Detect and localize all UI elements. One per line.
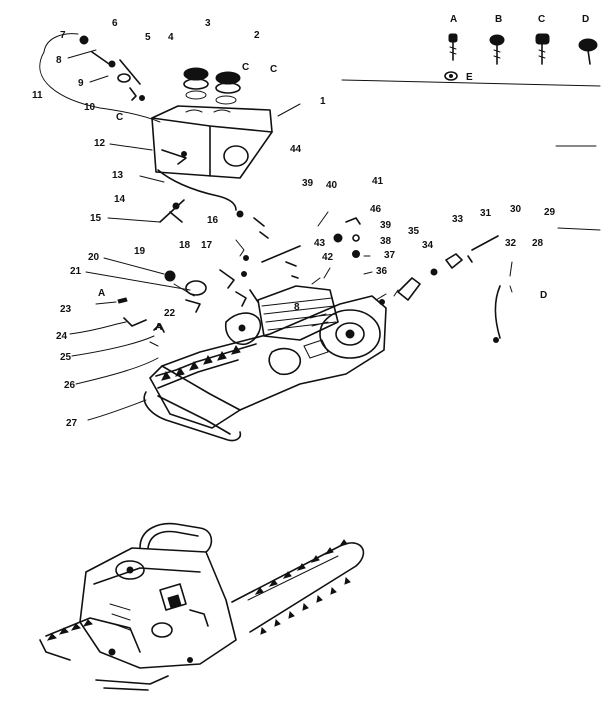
hardware-legend: A B C D [444, 14, 598, 83]
label-22: 22 [164, 308, 176, 319]
saw-chain-upper [155, 343, 257, 389]
label-41: 41 [372, 176, 384, 187]
label-4: 4 [168, 32, 174, 43]
ignition-parts [236, 210, 361, 285]
label-5: 5 [145, 32, 151, 43]
label-35: 35 [408, 226, 420, 237]
throttle-wire [157, 169, 237, 211]
letter-a-1: A [98, 288, 105, 299]
legend-key-b: B [495, 14, 502, 25]
label-32: 32 [505, 238, 517, 249]
starter-parts [375, 235, 513, 343]
small-parts-cluster-top [39, 33, 161, 123]
screw-c-icon [535, 33, 550, 65]
label-37: 37 [384, 250, 396, 261]
dash-mark-2 [557, 227, 601, 231]
label-10: 10 [84, 102, 96, 113]
label-26: 26 [64, 380, 76, 391]
label-23: 23 [60, 304, 72, 315]
label-28: 28 [532, 238, 544, 249]
label-31: 31 [480, 208, 492, 219]
legend-key-a: A [450, 14, 457, 25]
part-labels: 1 2 3 4 5 6 7 8 9 10 11 12 13 14 15 16 1… [32, 18, 556, 429]
label-12: 12 [94, 138, 106, 149]
label-24: 24 [56, 331, 68, 342]
letter-a-2: A [155, 322, 162, 333]
label-42: 42 [322, 252, 334, 263]
knob-2 [215, 71, 241, 105]
guide-plate [143, 391, 242, 442]
label-43: 43 [314, 238, 326, 249]
separator-line [341, 79, 601, 87]
label-19: 19 [134, 246, 146, 257]
label-18: 18 [179, 240, 191, 251]
label-20: 20 [88, 252, 100, 263]
label-39: 39 [302, 178, 314, 189]
letter-c-1: C [242, 62, 249, 73]
label-27: 27 [66, 418, 78, 429]
label-33: 33 [452, 214, 464, 225]
label-14: 14 [114, 194, 126, 205]
label-29: 29 [544, 207, 556, 218]
leader-lines [67, 39, 373, 421]
washer-label: E [466, 72, 473, 83]
label-15: 15 [90, 213, 102, 224]
label-44: 44 [290, 144, 302, 155]
engine-body [149, 285, 387, 435]
screw-a-icon [448, 33, 458, 61]
label-25: 25 [60, 352, 72, 363]
label-30: 30 [510, 204, 522, 215]
letter-d: D [540, 290, 547, 301]
label-46: 46 [370, 204, 382, 215]
label-3: 3 [205, 18, 211, 29]
oil-cap-parts [164, 270, 207, 313]
label-40: 40 [326, 180, 338, 191]
label-21: 21 [70, 266, 82, 277]
washer-e-icon [444, 71, 458, 81]
chain-adjust-parts [117, 297, 165, 347]
label-17: 17 [201, 240, 213, 251]
label-8: 8 [56, 55, 62, 66]
carburetor-parts [219, 239, 259, 307]
legend-key-c: C [538, 14, 545, 25]
label-1: 1 [320, 96, 326, 107]
label-34: 34 [422, 240, 434, 251]
letter-c-2: C [270, 64, 277, 75]
label-7: 7 [60, 30, 66, 41]
screw-d-icon [578, 38, 598, 65]
label-36: 36 [376, 266, 388, 277]
label-16: 16 [207, 215, 219, 226]
label-6: 6 [112, 18, 118, 29]
letter-c-3: C [116, 112, 123, 123]
label-2: 2 [254, 30, 260, 41]
label-13: 13 [112, 170, 124, 181]
label-8-b: 8 [294, 302, 300, 313]
label-11: 11 [32, 90, 43, 101]
legend-key-d: D [582, 14, 589, 25]
label-38: 38 [380, 236, 392, 247]
label-39-b: 39 [380, 220, 392, 231]
screw-b-icon [489, 34, 505, 65]
air-filter-cover [151, 105, 273, 179]
knob-3 [183, 67, 209, 100]
assembled-chainsaw [39, 522, 365, 691]
label-9: 9 [78, 78, 84, 89]
choke-rod [159, 199, 185, 223]
